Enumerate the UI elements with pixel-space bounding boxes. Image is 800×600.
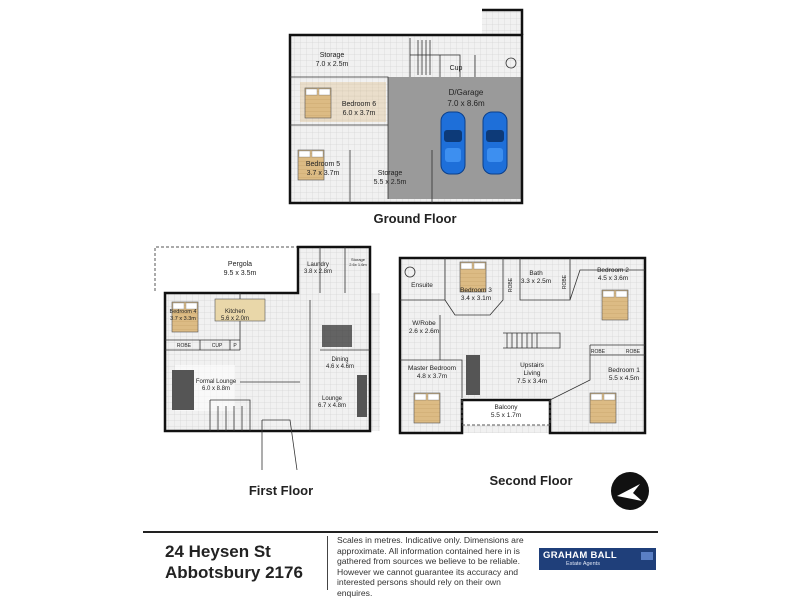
- second-robe-a-label: ROBE: [508, 277, 514, 292]
- upstairs-living-name: Upstairs: [520, 362, 545, 369]
- bedroom1-name: Bedroom 1: [608, 367, 640, 374]
- pantry-label: P: [233, 343, 237, 349]
- bed-icon: [304, 87, 332, 119]
- garage-size: 7.0 x 8.6m: [447, 99, 485, 108]
- upstairs-living-name2: Living: [524, 370, 541, 377]
- bed-icon: [601, 289, 629, 321]
- bedroom5-name: Bedroom 5: [306, 161, 340, 168]
- second-floor-title: Second Floor: [489, 473, 572, 488]
- formal-lounge-name: Formal Lounge: [196, 379, 237, 385]
- ground-storage-bottom-name: Storage: [378, 170, 403, 177]
- address-street: 24 Heysen St: [165, 542, 271, 561]
- second-floor-plan: Ensuite Bedroom 3 3.4 x 3.1m ROBE Bath 3…: [398, 256, 647, 488]
- car-icon: [482, 111, 508, 175]
- kitchen-name: Kitchen: [225, 309, 245, 315]
- ensuite-name: Ensuite: [411, 282, 433, 289]
- second-robe-d-label: ROBE: [626, 349, 641, 355]
- footer-rule: [143, 531, 658, 533]
- agency-logo: GRAHAM BALL Estate Agents: [539, 548, 656, 570]
- walk-robe-size: 2.6 x 2.6m: [409, 328, 439, 335]
- ground-floor-plan: Storage 7.0 x 2.5m Bedroom 6 6.0 x 3.7m …: [288, 8, 524, 226]
- first-robe-label: ROBE: [177, 343, 192, 349]
- dining-name: Dining: [331, 357, 348, 363]
- ground-cup-label: Cup: [450, 65, 463, 72]
- disclaimer-text: Scales in metres. Indicative only. Dimen…: [337, 535, 524, 598]
- bedroom2-size: 4.5 x 3.6m: [598, 275, 628, 282]
- garage-name: D/Garage: [449, 88, 484, 97]
- lounge-size: 6.7 x 4.8m: [318, 403, 346, 409]
- ground-storage-bottom-size: 5.5 x 2.5m: [374, 179, 407, 186]
- first-cup-label: CUP: [212, 343, 223, 349]
- north-arrow-icon: [611, 472, 649, 510]
- first-storage-size: 2.6x 1.6m: [349, 262, 367, 267]
- bedroom3-name: Bedroom 3: [460, 287, 492, 294]
- bath-name: Bath: [529, 270, 543, 277]
- first-floor-plan: Pergola 9.5 x 3.5m Laundry 3.8 x 2.8m St…: [154, 245, 380, 498]
- laundry-name: Laundry: [307, 262, 329, 268]
- ground-storage-top-name: Storage: [320, 52, 345, 59]
- first-storage-name: Storage: [351, 257, 366, 262]
- bedroom4-size: 3.7 x 3.3m: [170, 316, 196, 322]
- bedroom6-size: 6.0 x 3.7m: [343, 110, 376, 117]
- bath-size: 3.3 x 2.5m: [521, 278, 551, 285]
- bedroom4-name: Bedroom 4: [170, 309, 197, 315]
- address-block: 24 Heysen St Abbotsbury 2176: [165, 541, 303, 583]
- bed-icon: [589, 392, 617, 424]
- walk-robe-name: W/Robe: [412, 320, 436, 327]
- balcony-name: Balcony: [494, 404, 518, 411]
- agency-logo-sub: Estate Agents: [566, 561, 600, 567]
- agency-logo-name: GRAHAM BALL: [543, 550, 618, 561]
- pergola-size: 9.5 x 3.5m: [224, 270, 257, 277]
- balcony-size: 5.5 x 1.7m: [491, 412, 521, 419]
- bedroom3-size: 3.4 x 3.1m: [461, 295, 491, 302]
- agency-logo-mark: [641, 552, 653, 560]
- dining-size: 4.6 x 4.6m: [326, 364, 354, 370]
- bedroom1-size: 5.5 x 4.5m: [609, 375, 639, 382]
- ground-storage-top-size: 7.0 x 2.5m: [316, 61, 349, 68]
- second-robe-b-label: ROBE: [562, 274, 568, 289]
- master-bedroom-name: Master Bedroom: [408, 365, 456, 372]
- address-suburb: Abbotsbury 2176: [165, 563, 303, 582]
- kitchen-size: 5.6 x 2.0m: [221, 316, 249, 322]
- car-icon: [440, 111, 466, 175]
- pergola-name: Pergola: [228, 261, 252, 268]
- ground-floor-title: Ground Floor: [373, 211, 456, 226]
- lounge-name: Lounge: [322, 396, 343, 402]
- formal-lounge-size: 6.0 x 8.8m: [202, 386, 230, 392]
- bedroom5-size: 3.7 x 3.7m: [307, 170, 340, 177]
- bedroom6-name: Bedroom 6: [342, 101, 376, 108]
- bedroom2-name: Bedroom 2: [597, 267, 629, 274]
- second-robe-c-label: ROBE: [591, 349, 606, 355]
- first-floor-title: First Floor: [249, 483, 313, 498]
- bed-icon: [413, 392, 441, 424]
- master-bedroom-size: 4.8 x 3.7m: [417, 373, 447, 380]
- footer-divider: [327, 536, 328, 590]
- upstairs-living-size: 7.5 x 3.4m: [517, 378, 547, 385]
- laundry-size: 3.8 x 2.8m: [304, 269, 332, 275]
